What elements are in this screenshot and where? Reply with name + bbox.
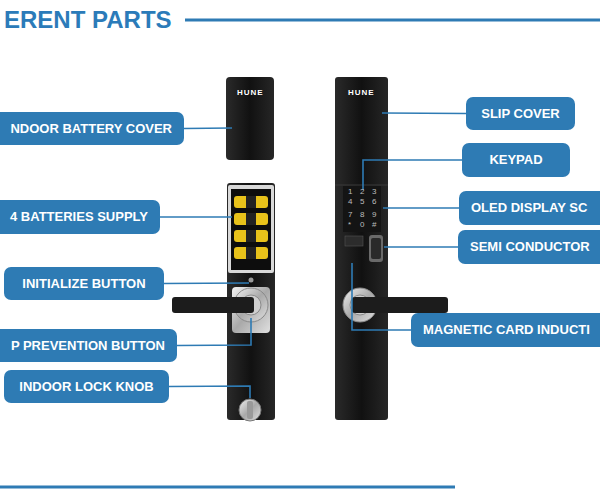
callout-box: SEMI CONDUCTOR [458, 230, 600, 264]
brand-logo: HUNE [237, 89, 264, 97]
keypad-digit: 3 [372, 188, 376, 196]
leader-line [383, 207, 459, 209]
callout-label: MAGNETIC CARD INDUCTI [423, 313, 590, 347]
callout-label: SLIP COVER [481, 97, 560, 130]
callout-label: INITIALIZE BUTTON [22, 267, 145, 300]
keypad-digit: 1 [348, 188, 352, 196]
callout-label: NDOOR BATTERY COVER [10, 112, 172, 145]
keypad-digit: * [348, 221, 351, 229]
callout-label: INDOOR LOCK KNOB [19, 370, 153, 403]
leader-line [363, 160, 462, 190]
leader-line [352, 263, 411, 330]
header-rule [185, 19, 600, 22]
leader-line [177, 318, 251, 346]
callout-box: SLIP COVER [466, 97, 575, 130]
callout-box: NDOOR BATTERY COVER [0, 112, 184, 145]
callout-box: KEYPAD [462, 143, 570, 177]
leader-line [160, 216, 232, 218]
keypad-digit: 9 [372, 211, 376, 219]
outdoor-lock [335, 77, 448, 420]
page-title: ERENT PARTS [4, 6, 172, 34]
leader-line [164, 282, 249, 284]
keypad-digit: # [372, 221, 376, 229]
callout-label: P PREVENTION BUTTON [11, 329, 165, 362]
callout-box: INDOOR LOCK KNOB [4, 370, 169, 403]
keypad-digit: 0 [360, 221, 364, 229]
leader-line [184, 127, 232, 129]
keypad-digit: 2 [360, 188, 364, 196]
indoor-lock [172, 77, 275, 421]
callout-label: OLED DISPLAY SC [471, 191, 587, 225]
callout-box: MAGNETIC CARD INDUCTI [411, 313, 600, 347]
leader-line [384, 246, 458, 248]
callout-box: OLED DISPLAY SC [459, 191, 600, 225]
brand-logo: HUNE [348, 89, 375, 97]
leader-line [169, 386, 250, 398]
callout-box: P PREVENTION BUTTON [0, 329, 177, 362]
callout-label: 4 BATTERIES SUPPLY [10, 200, 148, 234]
keypad-digit: 8 [360, 211, 364, 219]
keypad-digit: 5 [360, 198, 364, 206]
keypad-digit: 7 [348, 211, 352, 219]
footer-rule [0, 486, 455, 489]
callout-label: SEMI CONDUCTOR [470, 230, 590, 264]
callout-box: INITIALIZE BUTTON [4, 267, 164, 300]
callout-box: 4 BATTERIES SUPPLY [0, 200, 160, 234]
leader-line [382, 112, 466, 114]
keypad-digit: 4 [348, 198, 352, 206]
callout-label: KEYPAD [489, 143, 542, 177]
keypad-digit: 6 [372, 198, 376, 206]
